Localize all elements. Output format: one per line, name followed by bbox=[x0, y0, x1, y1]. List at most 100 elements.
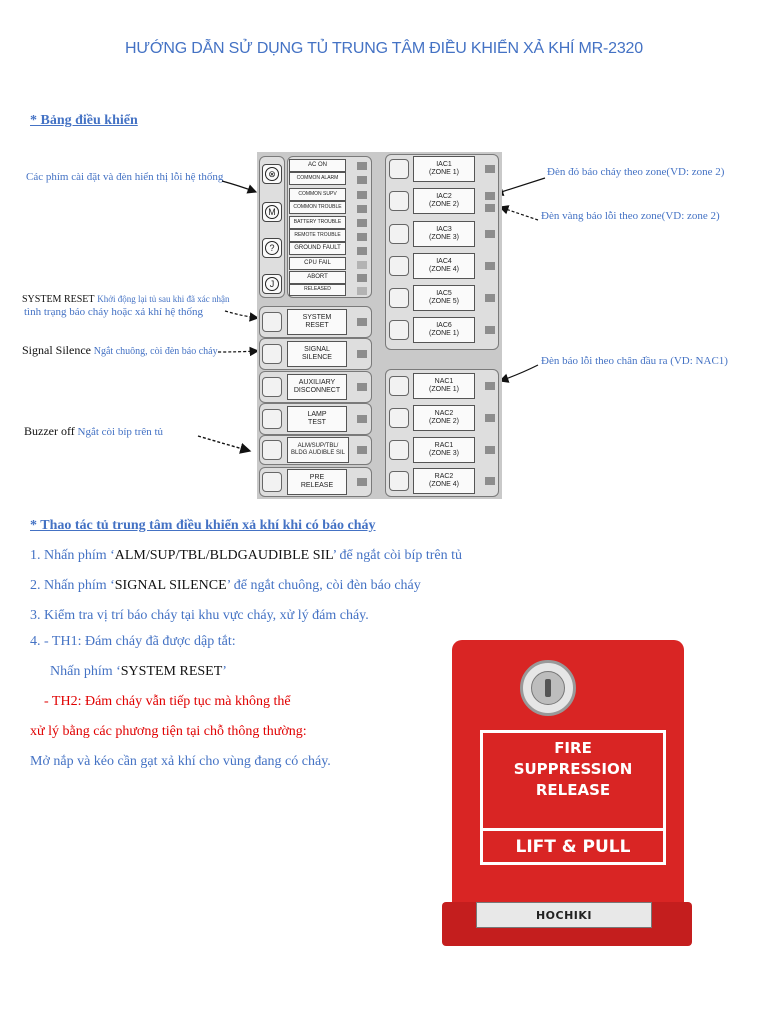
annotation-signal-silence-name: Signal Silence bbox=[22, 343, 91, 357]
step-4: 4. - TH1: Đám cháy đã được dập tắt: bbox=[30, 634, 236, 649]
zone-key[interactable] bbox=[389, 288, 409, 308]
output-key[interactable] bbox=[389, 376, 409, 396]
annotation-red-zone: Đèn đỏ báo cháy theo zone(VD: zone 2) bbox=[547, 166, 725, 178]
status-label: GROUND FAULT bbox=[289, 242, 346, 255]
step-4-action: Nhấn phím ‘SYSTEM RESET’ bbox=[50, 664, 227, 679]
step-3: 3. Kiểm tra vị trí báo cháy tại khu vực … bbox=[30, 608, 369, 623]
arrow-nac-fault bbox=[498, 364, 539, 383]
step-2: 2. Nhấn phím ‘SIGNAL SILENCE’ để ngắt ch… bbox=[30, 578, 421, 593]
auxiliary-disconnect-key[interactable] bbox=[262, 377, 282, 397]
zone-key[interactable] bbox=[389, 320, 409, 340]
buzzer-off-key[interactable] bbox=[262, 440, 282, 460]
output-led bbox=[485, 446, 495, 454]
case-2-line-1: - TH2: Đám cháy vẫn tiếp tục mà không th… bbox=[44, 694, 291, 709]
status-led bbox=[357, 176, 367, 184]
silence-icon[interactable]: ⊗ bbox=[262, 164, 282, 184]
zone-led bbox=[485, 262, 495, 270]
zone-key[interactable] bbox=[389, 256, 409, 276]
zone-key[interactable] bbox=[389, 191, 409, 211]
status-label: RELEASED bbox=[289, 284, 346, 296]
status-label: AC ON bbox=[289, 159, 346, 172]
status-led bbox=[357, 219, 367, 227]
zone-led bbox=[485, 326, 495, 334]
step-1: 1. Nhấn phím ‘ALM/SUP/TBL/BLDGAUDIBLE SI… bbox=[30, 548, 463, 563]
status-led bbox=[357, 287, 367, 295]
output-label: RAC2(ZONE 4) bbox=[413, 468, 475, 494]
case-2-line-2: xử lý bằng các phương tiện tại chỗ thông… bbox=[30, 724, 307, 739]
zone-led bbox=[485, 165, 495, 173]
zone-trouble-led bbox=[485, 204, 495, 212]
menu-icon[interactable]: M bbox=[262, 202, 282, 222]
buzzer-off-label: ALM/SUP/TBL/BLDG AUDIBLE SIL bbox=[287, 437, 349, 463]
lamp-test-led bbox=[357, 415, 367, 423]
status-led bbox=[357, 274, 367, 282]
fire-suppression-pull-station-image: FIRE SUPPRESSION RELEASE LIFT & PULL HOC… bbox=[440, 640, 692, 950]
brand-logo: HOCHIKI bbox=[476, 902, 652, 928]
zone-label: IAC6(ZONE 1) bbox=[413, 317, 475, 343]
annotation-system-reset-desc1: Khởi động lại tủ sau khi đã xác nhận bbox=[97, 294, 230, 304]
zone-label: IAC4(ZONE 4) bbox=[413, 253, 475, 279]
system-reset-key[interactable] bbox=[262, 312, 282, 332]
annotation-system-reset: SYSTEM RESET Khởi động lại tủ sau khi đã… bbox=[22, 293, 230, 319]
status-led bbox=[357, 191, 367, 199]
zone-label: IAC5(ZONE 5) bbox=[413, 285, 475, 311]
status-label: COMMON SUPV bbox=[289, 188, 346, 201]
key-lock-icon bbox=[520, 660, 576, 716]
control-panel-image: ⊗ M ? J AC ON COMMON ALARM COMMON SUPV C… bbox=[257, 152, 502, 499]
output-led bbox=[485, 414, 495, 422]
status-led bbox=[357, 261, 367, 269]
status-label: COMMON TROUBLE bbox=[289, 201, 346, 214]
output-key[interactable] bbox=[389, 408, 409, 428]
enter-icon[interactable]: J bbox=[262, 274, 282, 294]
lamp-test-key[interactable] bbox=[262, 409, 282, 429]
case-2-line-3: Mở nắp và kéo cần gạt xả khí cho vùng đa… bbox=[30, 754, 331, 769]
signal-silence-key[interactable] bbox=[262, 344, 282, 364]
step-1-key: ALM/SUP/TBL/BLDGAUDIBLE SIL bbox=[114, 548, 333, 563]
step-4-key: SYSTEM RESET bbox=[120, 664, 223, 679]
zone-label: IAC1(ZONE 1) bbox=[413, 156, 475, 182]
zone-key[interactable] bbox=[389, 224, 409, 244]
arrow-left-keys bbox=[221, 180, 258, 194]
status-led bbox=[357, 205, 367, 213]
output-led bbox=[485, 382, 495, 390]
zone-alarm-led bbox=[485, 192, 495, 200]
status-label: COMMON ALARM bbox=[289, 172, 346, 185]
pre-release-led bbox=[357, 478, 367, 486]
arrow-red-zone bbox=[493, 177, 546, 197]
help-icon[interactable]: ? bbox=[262, 238, 282, 258]
output-key[interactable] bbox=[389, 471, 409, 491]
lift-pull-label: LIFT & PULL bbox=[515, 837, 631, 857]
pre-release-key[interactable] bbox=[262, 472, 282, 492]
arrow-yellow-zone bbox=[498, 205, 539, 221]
annotation-buzzer-off: Buzzer off Ngắt còi bíp trên tủ bbox=[24, 424, 163, 439]
status-led bbox=[357, 247, 367, 255]
annotation-signal-silence-desc: Ngắt chuông, còi đèn báo cháy bbox=[93, 346, 218, 357]
signal-silence-led bbox=[357, 350, 367, 358]
zone-key[interactable] bbox=[389, 159, 409, 179]
system-reset-led bbox=[357, 318, 367, 326]
output-led bbox=[485, 477, 495, 485]
status-label: REMOTE TROUBLE bbox=[289, 229, 346, 242]
device-label: FIRE SUPPRESSION RELEASE bbox=[513, 739, 633, 799]
output-label: RAC1(ZONE 3) bbox=[413, 437, 475, 463]
output-label: NAC1(ZONE 1) bbox=[413, 373, 475, 399]
section-heading-operation: * Thao tác tủ trung tâm điều khiển xả kh… bbox=[30, 518, 376, 533]
step-2-key: SIGNAL SILENCE bbox=[114, 578, 227, 593]
status-led bbox=[357, 233, 367, 241]
page-title: HƯỚNG DẪN SỬ DỤNG TỦ TRUNG TÂM ĐIỀU KHIỂ… bbox=[125, 40, 643, 57]
annotation-signal-silence: Signal Silence Ngắt chuông, còi đèn báo … bbox=[22, 343, 218, 358]
annotation-nac-fault: Đèn báo lỗi theo chân đầu ra (VD: NAC1) bbox=[541, 355, 728, 367]
annotation-system-reset-desc2: tình trạng báo cháy hoặc xả khí hệ thống bbox=[24, 306, 204, 319]
zone-led bbox=[485, 294, 495, 302]
zone-label: IAC3(ZONE 3) bbox=[413, 221, 475, 247]
annotation-left-keys: Các phím cài đặt và đèn hiển thị lỗi hệ … bbox=[26, 171, 224, 183]
section-heading-control-panel: * Bảng điều khiển bbox=[30, 113, 138, 128]
output-label: NAC2(ZONE 2) bbox=[413, 405, 475, 431]
buzzer-off-led bbox=[357, 446, 367, 454]
arrow-buzzer-off bbox=[197, 435, 252, 454]
output-key[interactable] bbox=[389, 440, 409, 460]
